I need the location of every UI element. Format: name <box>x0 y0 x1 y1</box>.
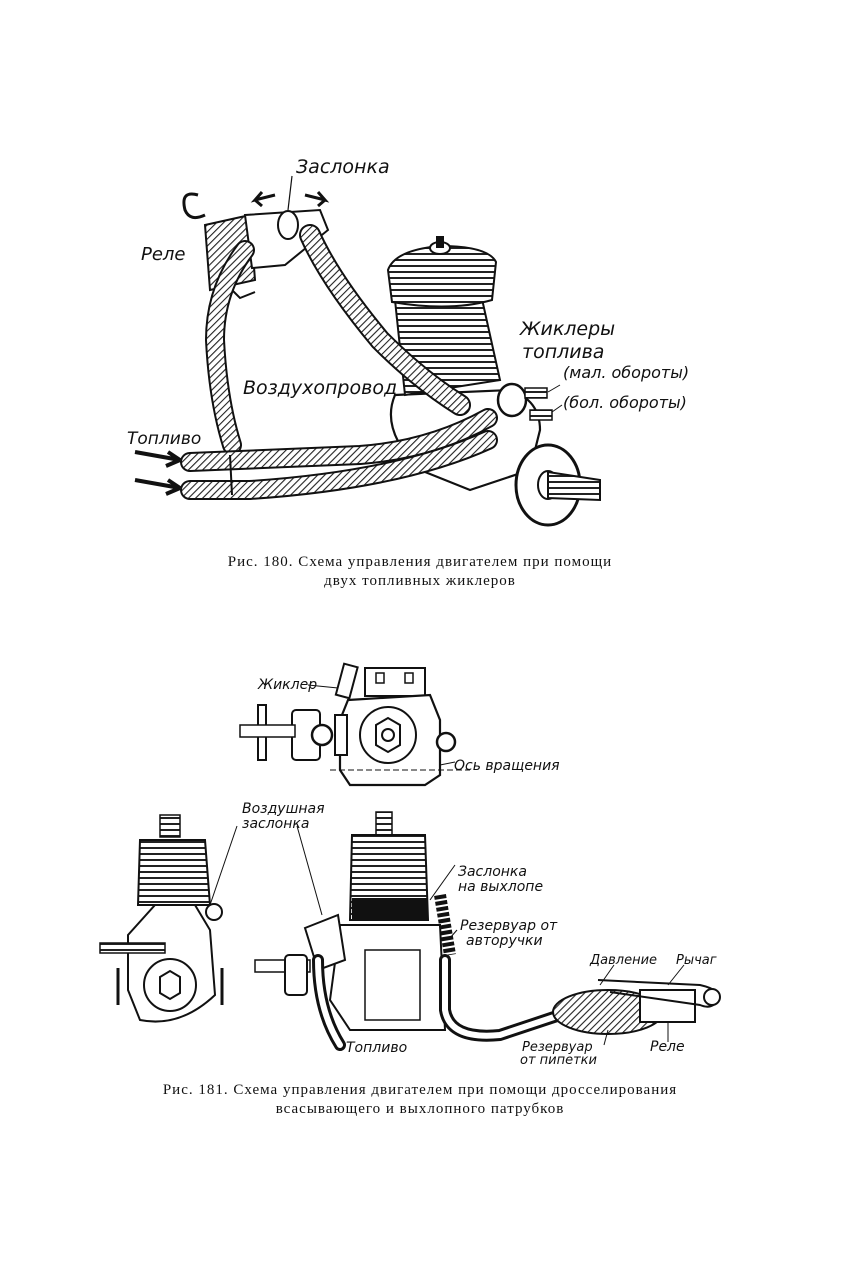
figure-180-caption-line2: двух топливных жиклеров <box>324 573 516 589</box>
left-engine-cylinder <box>136 839 212 906</box>
arrow-right-icon <box>304 191 330 208</box>
label-zhikler: Жиклер <box>257 677 317 693</box>
label-zaslonka-vyhlop: Заслонка <box>458 864 527 880</box>
label-avtoruchki: авторучки <box>466 933 543 949</box>
label-rezervuar-pipetki: Резервуар <box>522 1040 593 1055</box>
figure-181-drawing: Жиклер Ось вращения Воздушная заслонка З… <box>99 662 721 1068</box>
label-zhiklery: Жиклеры <box>519 318 615 340</box>
jet-low <box>496 382 528 418</box>
engine-head <box>386 244 498 308</box>
label-bol-oboroty: (бол. обороты) <box>563 393 687 412</box>
top-engine-mount <box>364 667 426 697</box>
label-vozdushnaya: Воздушная <box>242 801 325 817</box>
label-zaslonka: Заслонка <box>296 156 390 178</box>
label-mal-oboroty: (мал. обороты) <box>563 363 689 382</box>
relay-181 <box>639 989 696 1023</box>
exhaust-reservoir <box>434 894 456 956</box>
label-zaslonka-181: заслонка <box>242 816 309 832</box>
figure-180-caption-line1: Рис. 180. Схема управления двигателем пр… <box>227 554 613 570</box>
label-rele: Реле <box>141 244 186 265</box>
figure-181-caption-line1: Рис. 181. Схема управления двигателем пр… <box>162 1082 678 1098</box>
top-jet <box>334 662 359 700</box>
figure-180-caption: Рис. 180. Схема управления двигателем пр… <box>120 553 720 591</box>
label-os-vrashcheniya: Ось вращения <box>454 758 560 774</box>
fuel-arrow-lower-icon <box>134 478 182 496</box>
label-toplivo-181: Топливо <box>346 1040 407 1056</box>
label-ot-pipetki: от пипетки <box>520 1053 597 1068</box>
label-topliva: топлива <box>522 341 604 363</box>
label-vozduhoprovod: Воздухопровод <box>243 377 397 399</box>
figure-181-caption: Рис. 181. Схема управления двигателем пр… <box>90 1081 750 1119</box>
label-davlenie: Давление <box>589 953 657 968</box>
fuel-arrow-upper-icon <box>134 450 182 468</box>
label-na-vyhlope: на выхлопе <box>458 879 543 895</box>
bulb-hose <box>439 954 566 1042</box>
label-rezervuar-avtoruchki: Резервуар от <box>460 918 558 934</box>
label-toplivo: Топливо <box>127 429 201 449</box>
label-rele-181: Реле <box>650 1039 685 1055</box>
intake-valve <box>303 913 347 972</box>
label-rychag: Рычаг <box>676 953 717 968</box>
arrow-left-icon <box>250 191 276 208</box>
figure-180-drawing: Заслонка Реле Жиклеры топлива (мал. обор… <box>127 156 689 527</box>
propeller-shaft <box>547 470 601 502</box>
figure-181-caption-line2: всасывающего и выхлопного патрубков <box>275 1101 565 1117</box>
